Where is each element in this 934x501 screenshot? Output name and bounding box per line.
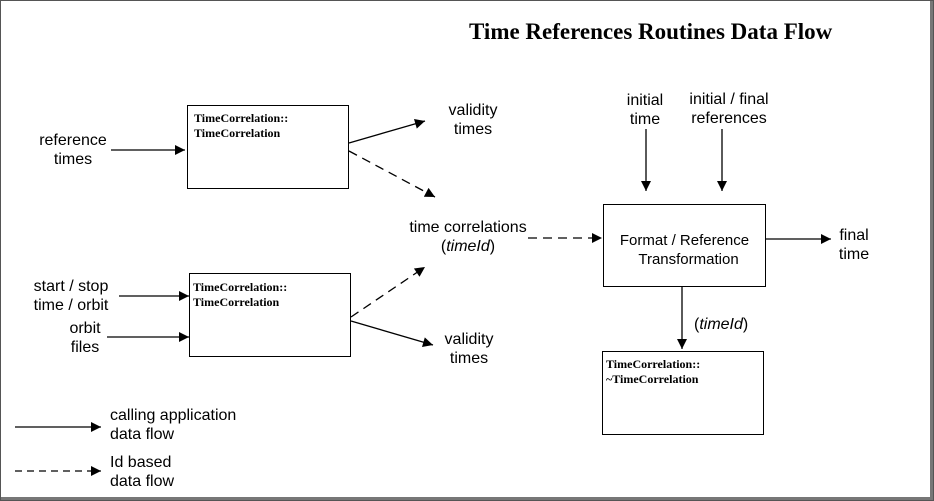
label-time-correlations: time correlations (timeId) [409, 219, 527, 255]
label-validity-times-bottom: validity times [444, 331, 494, 367]
label-initial-time: initial time [626, 92, 664, 128]
box-timecorrelation-top: TimeCorrelation:: TimeCorrelation [187, 105, 349, 189]
box-timecorrelation-destructor: TimeCorrelation:: ~TimeCorrelation [602, 351, 764, 435]
arrow-tc-bottom-to-correlations [350, 266, 426, 318]
arrow-validity-times-bottom [350, 320, 434, 347]
legend-solid-label: calling application data flow [110, 407, 237, 443]
label-initial-final-references: initial / final references [689, 91, 769, 127]
label-final-time: final time [838, 227, 870, 263]
label-start-stop-time-orbit: start / stop time / orbit [33, 278, 109, 314]
label-validity-times-top: validity times [448, 102, 498, 138]
arrow-tc-top-to-correlations [348, 150, 436, 198]
label-time-id: timeId [446, 238, 490, 255]
diagram-title: Time References Routines Data Flow [469, 19, 833, 44]
label-orbit-files: orbit files [69, 320, 101, 356]
box-timecorrelation-bottom: TimeCorrelation:: TimeCorrelation [189, 273, 351, 357]
arrow-validity-times-top [348, 118, 426, 144]
legend-dashed-label: Id based data flow [110, 454, 175, 490]
label-time-id-lower: (timeId) [694, 316, 749, 333]
box-format-reference-transformation: Format / Reference Transformation [603, 204, 766, 287]
label-reference-times: reference times [39, 132, 107, 168]
